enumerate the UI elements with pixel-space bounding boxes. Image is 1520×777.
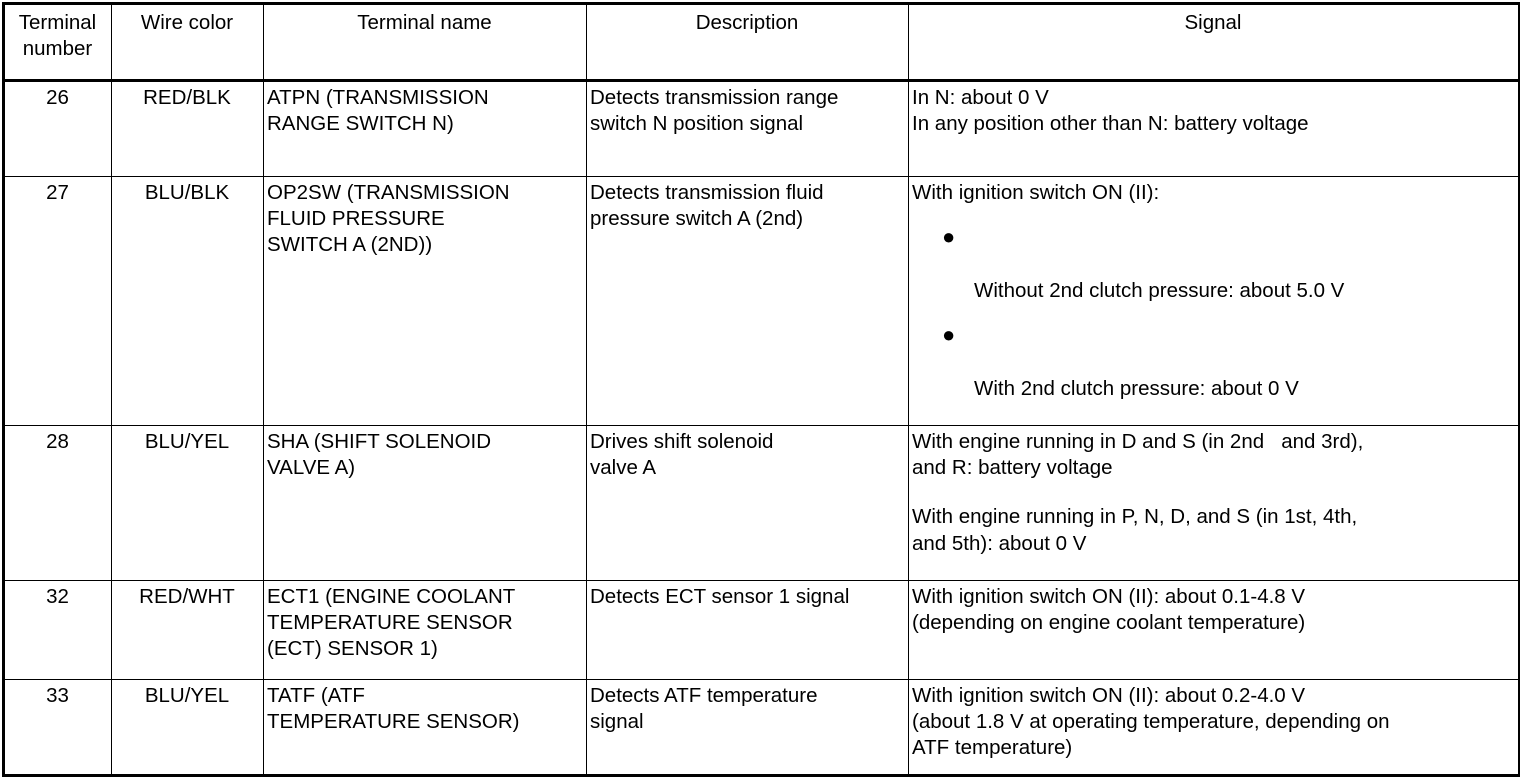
cell-text-line: ATPN (TRANSMISSION xyxy=(267,86,489,109)
column-header-signal: Signal xyxy=(908,3,1520,82)
cell-text-line: With engine running in D and S (in 2nd a… xyxy=(912,430,1364,453)
cell-text-line: FLUID PRESSURE xyxy=(267,207,445,231)
cell-terminal-number: 27 xyxy=(3,176,112,426)
cell-text-line: Detects transmission range xyxy=(590,86,839,109)
cell-terminal-number: 33 xyxy=(3,679,112,776)
column-header-terminal-name: Terminal name xyxy=(263,3,587,82)
cell-text-line: ATF temperature) xyxy=(912,736,1073,760)
cell-text-line: TATF (ATF xyxy=(267,684,365,707)
cell-wire-color: BLU/YEL xyxy=(111,679,264,776)
column-header-line: Signal xyxy=(1184,11,1242,34)
cell-wire-color: RED/BLK xyxy=(111,80,264,177)
cell-text-line: Detects ATF temperature xyxy=(590,684,818,707)
cell-text-line: (about 1.8 V at operating temperature, d… xyxy=(912,710,1390,734)
cell-text-line: SHA (SHIFT SOLENOID xyxy=(267,430,492,453)
cell-text-line: Drives shift solenoid xyxy=(590,430,774,453)
cell-terminal-number: 28 xyxy=(3,425,112,581)
cell-text-line: TEMPERATURE SENSOR) xyxy=(267,710,520,734)
column-header-wire-color: Wire color xyxy=(111,3,264,82)
cell-text-line: Detects ECT sensor 1 signal xyxy=(590,585,850,608)
cell-terminal-name: ECT1 (ENGINE COOLANT TEMPERATURE SENSOR(E… xyxy=(263,580,587,680)
cell-text-line: RANGE SWITCH N) xyxy=(267,112,454,136)
signal-bullet-item: ● Without 2nd clutch pressure: about 5.0 … xyxy=(912,226,1514,304)
column-header-line: Terminal xyxy=(18,11,97,34)
cell-wire-color: BLU/BLK xyxy=(111,176,264,426)
cell-text-line: and R: battery voltage xyxy=(912,456,1113,480)
cell-signal: In N: about 0 V In any position other tha… xyxy=(908,80,1520,177)
cell-description: Detects transmission range switch N posit… xyxy=(586,80,909,177)
cell-text-line: VALVE A) xyxy=(267,456,356,480)
bullet-icon: ● xyxy=(942,322,956,348)
cell-wire-color: RED/WHT xyxy=(111,580,264,680)
cell-description: Detects transmission fluid pressure switc… xyxy=(586,176,909,426)
cell-text-line: TEMPERATURE SENSOR xyxy=(267,611,513,635)
column-header-line: Wire color xyxy=(140,11,234,34)
cell-text-line: In any position other than N: battery vo… xyxy=(912,112,1309,136)
signal-bullet-text: Without 2nd clutch pressure: about 5.0 V xyxy=(974,279,1345,303)
signal-bullet-item: ● With 2nd clutch pressure: about 0 V xyxy=(912,324,1514,402)
cell-text-line: Detects transmission fluid xyxy=(590,181,824,204)
cell-signal: With ignition switch ON (II): about 0.2-… xyxy=(908,679,1520,776)
cell-description: Drives shift solenoid valve A xyxy=(586,425,909,581)
cell-terminal-name: ATPN (TRANSMISSION RANGE SWITCH N) xyxy=(263,80,587,177)
bullet-icon: ● xyxy=(942,224,956,250)
column-header-line: Terminal name xyxy=(357,11,492,34)
cell-text-line: In N: about 0 V xyxy=(912,86,1049,109)
cell-signal: With engine running in D and S (in 2nd a… xyxy=(908,425,1520,581)
cell-text-line: OP2SW (TRANSMISSION xyxy=(267,181,510,204)
cell-text-line: ECT1 (ENGINE COOLANT xyxy=(267,585,516,608)
cell-text-line: (depending on engine coolant temperature… xyxy=(912,611,1306,635)
cell-terminal-number: 32 xyxy=(3,580,112,680)
cell-terminal-name: SHA (SHIFT SOLENOID VALVE A) xyxy=(263,425,587,581)
cell-terminal-number: 26 xyxy=(3,80,112,177)
column-header-line: Description xyxy=(695,11,799,34)
signal-intro-line: With ignition switch ON (II): xyxy=(912,181,1160,204)
cell-terminal-name: TATF (ATF TEMPERATURE SENSOR) xyxy=(263,679,587,776)
cell-text-line: valve A xyxy=(590,456,657,480)
column-header-terminal-number: Terminal number xyxy=(3,3,112,82)
cell-text-line: With engine running in P, N, D, and S (i… xyxy=(912,505,1358,529)
cell-text-line: switch N position signal xyxy=(590,112,804,136)
cell-text-line: and 5th): about 0 V xyxy=(912,531,1087,555)
cell-text-line: With ignition switch ON (II): about 0.1-… xyxy=(912,585,1306,608)
cell-text-line: With ignition switch ON (II): about 0.2-… xyxy=(912,684,1306,707)
cell-text-line: signal xyxy=(590,710,644,734)
cell-signal: With ignition switch ON (II): about 0.1-… xyxy=(908,580,1520,680)
column-header-line: number xyxy=(22,37,93,61)
cell-wire-color: BLU/YEL xyxy=(111,425,264,581)
cell-description: Detects ECT sensor 1 signal xyxy=(586,580,909,680)
cell-text-line: SWITCH A (2ND)) xyxy=(267,233,433,257)
cell-description: Detects ATF temperature signal xyxy=(586,679,909,776)
cell-signal: With ignition switch ON (II): ● Without 2n… xyxy=(908,176,1520,426)
cell-text-line: (ECT) SENSOR 1) xyxy=(267,637,438,661)
cell-text-line: pressure switch A (2nd) xyxy=(590,207,804,231)
column-header-description: Description xyxy=(586,3,909,82)
signal-bullet-text: With 2nd clutch pressure: about 0 V xyxy=(974,377,1299,401)
